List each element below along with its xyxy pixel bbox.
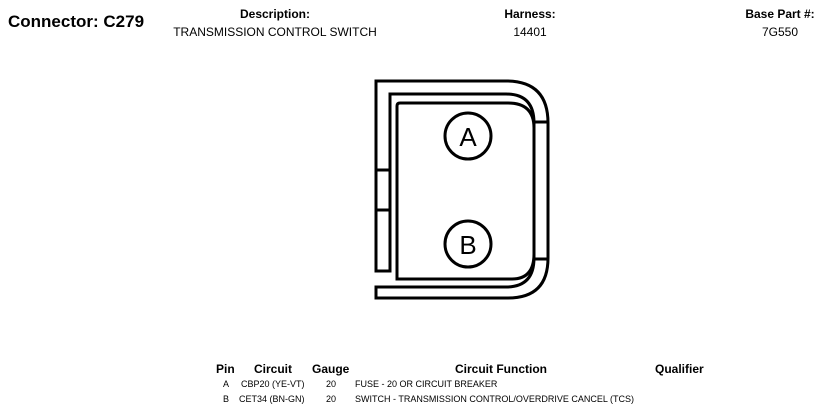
description-label: Description: xyxy=(239,7,310,21)
row-function: FUSE - 20 OR CIRCUIT BREAKER xyxy=(355,379,498,389)
row-pin: A xyxy=(223,379,230,389)
header-circuit: Circuit xyxy=(254,362,293,376)
base-part-label: Base Part #: xyxy=(745,7,815,21)
header-gauge: Gauge xyxy=(312,362,350,376)
harness-block: Harness: 14401 xyxy=(480,7,580,39)
description-value: TRANSMISSION CONTROL SWITCH xyxy=(173,25,377,39)
harness-label: Harness: xyxy=(504,7,556,21)
pin-a-circle xyxy=(443,111,493,161)
header-pin: Pin xyxy=(216,362,235,376)
pin-a-label: A xyxy=(459,122,477,152)
row-circuit: CET34 (BN-GN) xyxy=(239,394,305,404)
pin-b: B xyxy=(443,219,493,269)
row-gauge: 20 xyxy=(326,394,337,404)
row-function: SWITCH - TRANSMISSION CONTROL/OVERDRIVE … xyxy=(355,394,635,404)
header-function: Circuit Function xyxy=(455,362,547,376)
row-gauge: 20 xyxy=(326,379,337,389)
description-block: Description: TRANSMISSION CONTROL SWITCH xyxy=(160,7,390,39)
connector-outline xyxy=(374,79,550,300)
pin-a: A xyxy=(443,111,493,161)
harness-value: 14401 xyxy=(513,25,547,39)
pin-b-label: B xyxy=(459,230,476,260)
header-qualifier: Qualifier xyxy=(655,362,704,376)
pin-b-circle xyxy=(443,219,493,269)
base-part-value: 7G550 xyxy=(761,25,799,39)
connector-title: Connector: C279 xyxy=(8,12,145,31)
row-circuit: CBP20 (YE-VT) xyxy=(241,379,305,389)
base-part-block: Base Part #: 7G550 xyxy=(735,7,825,39)
row-pin: B xyxy=(223,394,230,404)
